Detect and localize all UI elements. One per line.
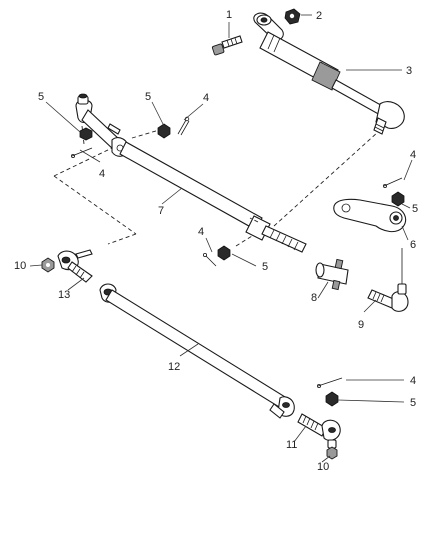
callout-4-right: 4: [410, 149, 416, 161]
jam-nut-left: [41, 257, 55, 273]
castle-nut-right: [391, 191, 405, 207]
callout-4-left: 4: [99, 168, 105, 180]
drag-link: [75, 93, 307, 253]
routing-lines: [53, 125, 379, 247]
cotter-pin-lower: [202, 252, 217, 267]
callout-5-right: 5: [412, 203, 418, 215]
callout-3: 3: [406, 65, 412, 77]
callouts: 1 2 3 5 4 5 4 4 7 4 5 6 5 10 13 8 9 12 4…: [14, 9, 418, 473]
callout-13: 13: [58, 289, 70, 301]
callout-7: 7: [158, 205, 164, 217]
callout-11: 11: [286, 439, 297, 451]
callout-12: 12: [168, 361, 180, 373]
callout-6: 6: [410, 239, 416, 251]
callout-5-lower-right: 5: [410, 397, 416, 409]
steering-damper: [253, 12, 405, 135]
callout-5-lower: 5: [262, 261, 268, 273]
callout-10-left: 10: [14, 260, 26, 272]
cotter-pin-right: [382, 177, 403, 188]
callout-5-center: 5: [145, 91, 151, 103]
bolt: [211, 35, 243, 56]
callout-5-top-left: 5: [38, 91, 44, 103]
callout-4-lower: 4: [198, 226, 204, 238]
adjuster-sleeve: [315, 258, 349, 291]
callout-4-lower-right: 4: [410, 375, 416, 387]
castle-nut-lower-right: [325, 391, 339, 407]
callout-10-lower: 10: [317, 461, 329, 473]
tie-rod-end-left: [57, 249, 93, 283]
callout-9: 9: [358, 319, 364, 331]
pitman-arm: [333, 198, 407, 233]
tie-rod: [99, 283, 295, 419]
cotter-pin-lower-right: [316, 377, 343, 388]
castle-nut-lower: [217, 245, 231, 261]
nut: [284, 8, 301, 25]
castle-nut-center: [157, 123, 171, 139]
callout-8: 8: [311, 292, 317, 304]
callout-4-center: 4: [203, 92, 209, 104]
callout-2: 2: [316, 10, 322, 22]
cotter-pin-left: [71, 147, 93, 158]
leader-lines: [29, 14, 413, 463]
cotter-pin-center: [177, 116, 190, 136]
tie-rod-end-right: [367, 248, 409, 312]
castle-nut-left: [79, 127, 93, 141]
tie-rod-end-lower: [297, 413, 341, 449]
callout-1: 1: [226, 9, 232, 21]
